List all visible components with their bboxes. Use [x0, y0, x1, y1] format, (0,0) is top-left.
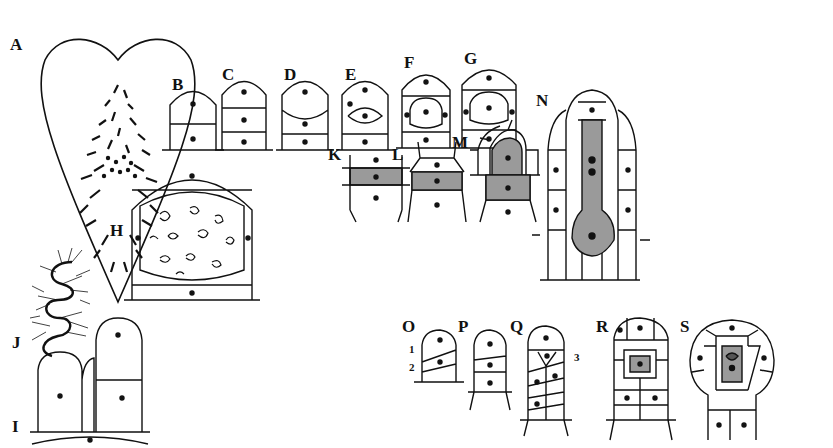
- figure-letter: L: [392, 146, 403, 163]
- figure-letter: Q: [510, 318, 523, 335]
- figure-letter: J: [12, 334, 21, 351]
- figure-letter: F: [404, 54, 414, 71]
- figure-letter: K: [328, 146, 341, 163]
- figure-letter: O: [402, 318, 415, 335]
- callout-number: 2: [409, 362, 415, 373]
- figure-letter: S: [680, 318, 689, 335]
- figure-letter: A: [10, 36, 22, 53]
- figure-letter: P: [458, 318, 468, 335]
- callout-number: 3: [574, 352, 580, 363]
- figure-letter: D: [284, 66, 296, 83]
- figure-letter: M: [452, 134, 468, 151]
- figure-letter: C: [222, 66, 234, 83]
- figure-letter: E: [345, 66, 356, 83]
- callout-number: 1: [409, 344, 415, 355]
- figure-letter: R: [596, 318, 608, 335]
- figure-letter: B: [172, 76, 183, 93]
- figure-letter: G: [464, 50, 477, 67]
- figure-letter: H: [110, 222, 123, 239]
- figure-letter: N: [536, 92, 548, 109]
- figure-letter: I: [12, 418, 19, 435]
